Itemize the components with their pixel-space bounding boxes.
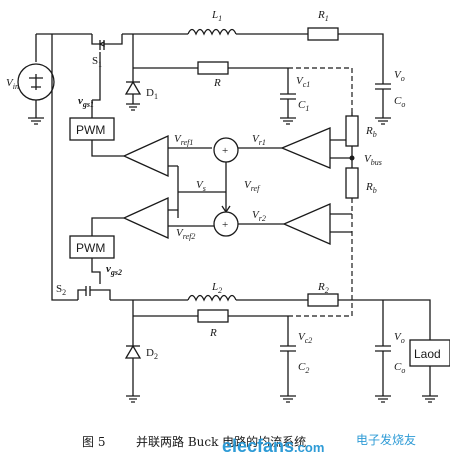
label-vo-bottom: Vo — [394, 331, 405, 345]
capacitor-co-bottom — [375, 300, 391, 396]
vin-symbol — [29, 74, 43, 90]
switch-s2 — [77, 286, 111, 300]
ground-c2 — [280, 395, 296, 403]
inductor-l1 — [187, 28, 237, 36]
label-d2: D2 — [146, 347, 158, 361]
bottom-rail-c — [338, 299, 431, 340]
label-l2: L2 — [211, 281, 222, 295]
label-s2: S2 — [56, 283, 66, 297]
label-co-bottom: Co — [394, 361, 405, 375]
left-bus — [51, 34, 78, 301]
label-vin: Vin — [6, 77, 19, 91]
label-r1: R1 — [317, 9, 329, 23]
resistor-r-bottom — [197, 309, 229, 323]
label-vref: Vref — [244, 179, 261, 193]
label-s1: S1 — [92, 55, 102, 69]
diode-d2 — [124, 344, 142, 359]
capacitor-c2 — [280, 316, 296, 396]
sum1-plus: + — [222, 145, 228, 157]
label-rb-bottom: Rb — [365, 181, 377, 195]
label-l1: L1 — [211, 9, 222, 23]
label-vc2: Vc2 — [298, 331, 312, 345]
load-block — [409, 339, 450, 367]
label-d1: D1 — [146, 87, 158, 101]
switch-s1 — [91, 34, 123, 50]
sense-dashed-bottom — [288, 230, 353, 317]
figure-caption-number: 图 5 — [82, 435, 105, 449]
amplifier-r1 — [280, 127, 331, 169]
label-rb-top: Rb — [365, 125, 377, 139]
label-vgs2: vgs2 — [106, 263, 122, 277]
label-r2: R2 — [317, 281, 329, 295]
label-vo-top: Vo — [394, 69, 405, 83]
ground-d1 — [126, 103, 140, 111]
ground-vin — [28, 117, 44, 125]
resistor-r1 — [307, 27, 339, 41]
watermark-brand: elecfans.com — [222, 436, 324, 456]
capacitor-c1 — [280, 68, 296, 118]
load-label: Laod — [414, 347, 441, 361]
ground-d2 — [126, 395, 140, 403]
vbus-node — [349, 155, 355, 161]
label-c1: C1 — [298, 99, 309, 113]
label-vr1: Vr1 — [252, 133, 266, 147]
inductor-l2 — [187, 294, 237, 302]
ground-c1 — [280, 117, 296, 125]
ground-co-top — [375, 117, 391, 125]
pwm1-label: PWM — [76, 123, 105, 137]
diode-d1 — [124, 80, 142, 95]
label-c2: C2 — [298, 361, 309, 375]
label-r-top: R — [213, 77, 221, 89]
top-rail-c — [338, 33, 384, 62]
label-vref2: Vref2 — [176, 227, 195, 241]
label-vgs1: vgs1 — [78, 95, 94, 109]
label-vs: Vs — [196, 179, 206, 193]
watermark-cn: 电子发烧友 — [356, 432, 416, 447]
resistor-rb-bottom — [345, 167, 359, 199]
sense-dashed-top — [288, 67, 353, 112]
comp2-pwm2-wire — [91, 217, 124, 236]
sum2-plus: + — [222, 219, 228, 231]
comp2-inputs — [168, 209, 214, 227]
resistor-r2 — [307, 293, 339, 307]
pwm1-gate-wire — [91, 60, 101, 118]
label-co-top: Co — [394, 95, 405, 109]
label-vbus: Vbus — [364, 153, 382, 167]
comparator-2 — [122, 196, 169, 240]
comp1-inputs — [168, 147, 212, 167]
amplifier-r2 — [282, 203, 331, 245]
vs-wire — [177, 166, 226, 218]
comparator-1 — [122, 134, 169, 178]
label-r-bottom: R — [209, 327, 217, 339]
label-vc1: Vc1 — [296, 75, 310, 89]
capacitor-co-top — [375, 62, 391, 118]
resistor-r-top — [197, 61, 229, 75]
resistor-rb-top — [345, 115, 359, 147]
amp2-inputs — [330, 213, 352, 233]
ground-load — [422, 395, 438, 403]
figure-caption-text: 并联两路 Buck 电路的均流系统 — [136, 434, 306, 449]
ground-co-bottom — [375, 395, 391, 403]
pwm1-comp1-wire — [91, 140, 124, 157]
pwm2-label: PWM — [76, 241, 105, 255]
label-vref1: Vref1 — [174, 133, 193, 147]
pwm2-gate-wire — [91, 258, 101, 284]
label-vr2: Vr2 — [252, 209, 266, 223]
